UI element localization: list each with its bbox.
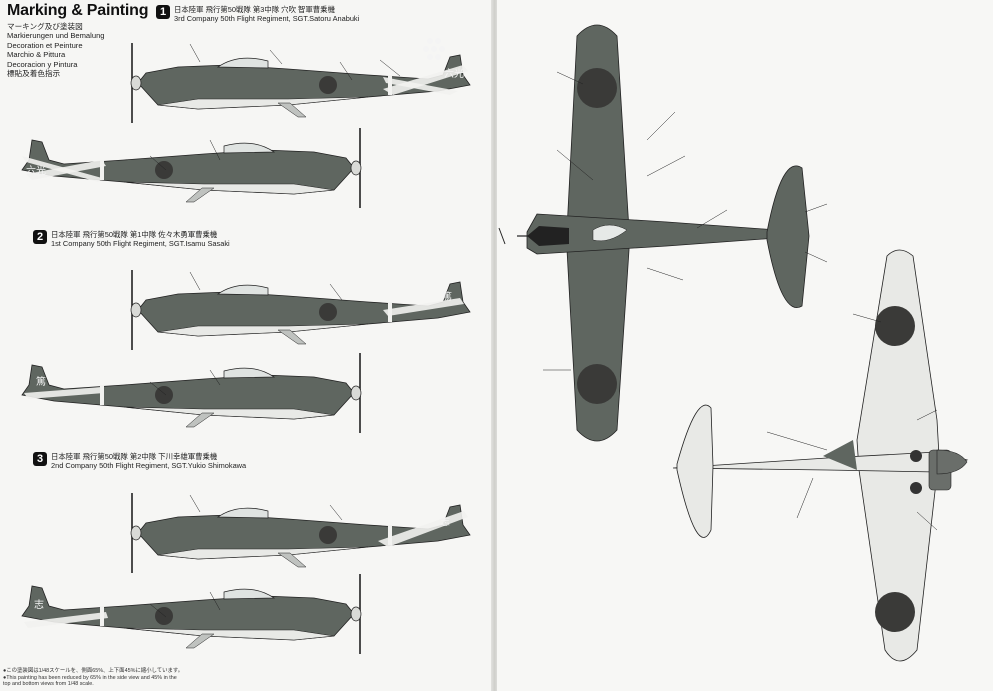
bottom-view <box>672 249 969 662</box>
plan-views-drawing <box>497 0 993 691</box>
scheme-caption-jp: 日本陸軍 飛行第50戦隊 第2中隊 下川幸雄軍曹乗機 <box>51 452 218 461</box>
scale-note-en-2: top and bottom views from 1/48 scale. <box>3 681 94 688</box>
page-gutter <box>491 0 499 691</box>
language-fr: Decoration et Peinture <box>7 40 83 50</box>
scheme-caption-en: 3rd Company 50th Flight Regiment, SGT.Sa… <box>174 14 360 23</box>
scale-note-en-1: ●This painting has been reduced by 65% i… <box>3 674 177 681</box>
scheme-number: 2 <box>33 230 47 244</box>
tail-kanji: 六光 <box>444 67 464 80</box>
scheme-caption: 日本陸軍 飛行第50戦隊 第1中隊 佐々木勇軍曹乗機 1st Company 5… <box>51 230 230 248</box>
tail-kanji: 篤 <box>36 375 46 388</box>
scheme-caption-en: 2nd Company 50th Flight Regiment, SGT.Yu… <box>51 461 247 470</box>
tail-kanji: 六光 <box>26 164 46 177</box>
tail-kanji: 志 <box>440 515 450 528</box>
language-cn: 標貼及着色指示 <box>7 69 61 79</box>
scheme-number: 3 <box>33 452 47 466</box>
tail-kanji: 志 <box>34 598 44 611</box>
tail-kanji: 篤 <box>442 290 452 303</box>
top-view <box>498 24 810 442</box>
page-title: Marking & Painting <box>7 2 149 19</box>
scheme-caption: 日本陸軍 飛行第50戦隊 第3中隊 穴吹 智軍曹乗機 3rd Company 5… <box>174 5 359 23</box>
scheme-caption-jp: 日本陸軍 飛行第50戦隊 第3中隊 穴吹 智軍曹乗機 <box>174 5 335 14</box>
scale-note: ●この塗装図は1/48スケールを、側面65%、上下面45%に縮小しています。 ●… <box>3 668 243 688</box>
language-de: Markierungen und Bemalung <box>7 31 105 41</box>
scheme-caption-en: 1st Company 50th Flight Regiment, SGT.Is… <box>51 239 230 248</box>
scale-note-jp: ●この塗装図は1/48スケールを、側面65%、上下面45%に縮小しています。 <box>3 668 184 674</box>
side-views-drawing: 六光 六光 篤 篤 <box>22 38 472 691</box>
right-page <box>497 0 993 691</box>
language-list: マーキング及び塗装図 Markierungen und Bemalung Dec… <box>7 22 105 78</box>
language-jp: マーキング及び塗装図 <box>7 22 83 31</box>
left-page: Marking & Painting マーキング及び塗装図 Markierung… <box>0 0 493 691</box>
language-es: Decoracion y Pintura <box>7 59 78 69</box>
scheme-number: 1 <box>156 5 170 19</box>
language-it: Marchio & Pittura <box>7 50 66 60</box>
scheme-caption-jp: 日本陸軍 飛行第50戦隊 第1中隊 佐々木勇軍曹乗機 <box>51 230 218 239</box>
scheme-caption: 日本陸軍 飛行第50戦隊 第2中隊 下川幸雄軍曹乗機 2nd Company 5… <box>51 452 246 470</box>
